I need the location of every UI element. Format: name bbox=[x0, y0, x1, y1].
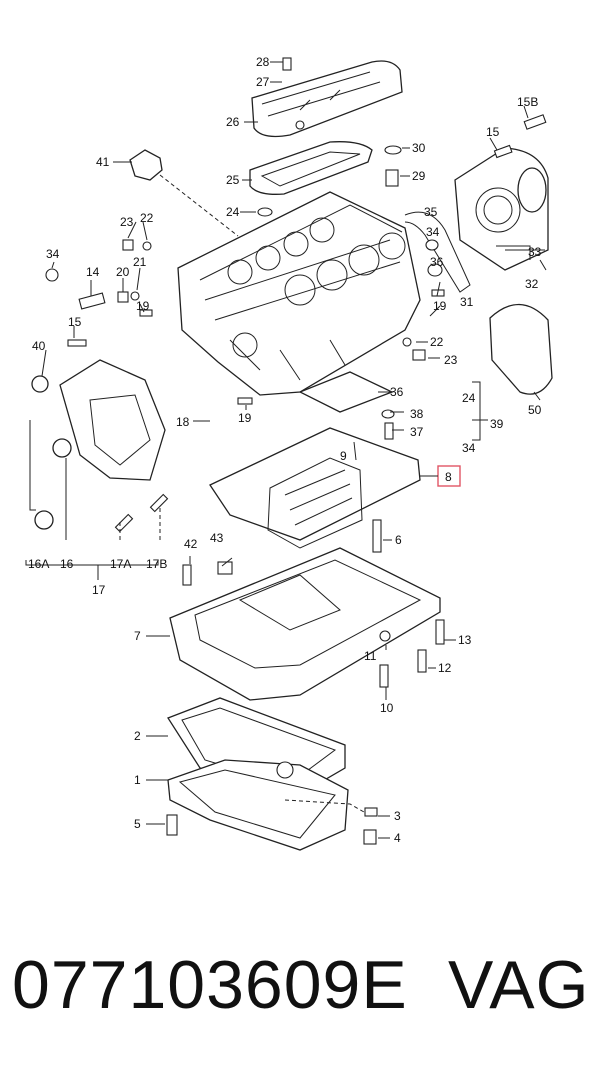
label-34b: 34 bbox=[46, 247, 60, 261]
brand-name: VAG bbox=[448, 947, 590, 1023]
label-22a: 22 bbox=[140, 211, 154, 225]
label-12: 12 bbox=[438, 661, 452, 675]
label-34a: 34 bbox=[426, 225, 440, 239]
label-23b: 23 bbox=[444, 353, 458, 367]
label-4: 4 bbox=[394, 831, 401, 845]
label-27: 27 bbox=[256, 75, 270, 89]
label-8: 8 bbox=[445, 470, 452, 484]
label-42: 42 bbox=[184, 537, 198, 551]
label-39: 39 bbox=[490, 417, 504, 431]
label-1: 1 bbox=[134, 773, 141, 787]
label-19b: 19 bbox=[433, 299, 447, 313]
timing-cover-left bbox=[31, 359, 166, 530]
gasket-31 bbox=[404, 211, 471, 293]
label-43: 43 bbox=[210, 531, 224, 545]
part-labels: 28 27 26 15B 15 30 41 29 25 24 35 23 22 … bbox=[28, 55, 542, 845]
label-24b: 24 bbox=[462, 391, 476, 405]
gasket-25 bbox=[249, 141, 373, 195]
label-25: 25 bbox=[226, 173, 240, 187]
label-21: 21 bbox=[133, 255, 147, 269]
label-5: 5 bbox=[134, 817, 141, 831]
label-14: 14 bbox=[86, 265, 100, 279]
oil-pan-1 bbox=[167, 759, 349, 851]
label-19c: 19 bbox=[238, 411, 252, 425]
engine-block bbox=[177, 191, 421, 396]
label-6: 6 bbox=[395, 533, 402, 547]
label-50: 50 bbox=[528, 403, 542, 417]
label-37: 37 bbox=[410, 425, 424, 439]
label-38: 38 bbox=[410, 407, 424, 421]
label-33: 33 bbox=[528, 245, 542, 259]
label-41: 41 bbox=[96, 155, 110, 169]
label-13: 13 bbox=[458, 633, 472, 647]
bolts bbox=[45, 57, 547, 845]
label-17: 17 bbox=[92, 583, 106, 597]
part-number-row: 077103609E VAG bbox=[0, 945, 600, 1025]
label-16a: 16A bbox=[28, 557, 49, 571]
label-3: 3 bbox=[394, 809, 401, 823]
label-10: 10 bbox=[380, 701, 394, 715]
label-36: 36 bbox=[430, 255, 444, 269]
label-30: 30 bbox=[412, 141, 426, 155]
label-15s: 15 bbox=[486, 125, 500, 139]
label-32: 32 bbox=[525, 277, 539, 291]
label-9: 9 bbox=[340, 449, 347, 463]
valve-cover-26 bbox=[251, 60, 403, 138]
label-19a: 19 bbox=[136, 299, 150, 313]
label-35: 35 bbox=[424, 205, 438, 219]
label-40: 40 bbox=[32, 339, 46, 353]
label-26: 26 bbox=[226, 115, 240, 129]
label-2: 2 bbox=[134, 729, 141, 743]
label-7: 7 bbox=[134, 629, 141, 643]
label-17b: 17B bbox=[146, 557, 167, 571]
label-16: 16 bbox=[60, 557, 74, 571]
oil-baffle-8 bbox=[209, 427, 421, 549]
label-36b: 36 bbox=[390, 385, 404, 399]
leader-lines bbox=[25, 61, 547, 839]
label-23a: 23 bbox=[120, 215, 134, 229]
gasket-50 bbox=[489, 303, 553, 395]
label-18: 18 bbox=[176, 415, 190, 429]
label-28: 28 bbox=[256, 55, 270, 69]
upper-oil-pan-7 bbox=[169, 547, 441, 701]
engine-exploded-view: 28 27 26 15B 15 30 41 29 25 24 35 23 22 … bbox=[25, 55, 553, 851]
label-31: 31 bbox=[460, 295, 474, 309]
label-24a: 24 bbox=[226, 205, 240, 219]
label-15b: 15B bbox=[517, 95, 538, 109]
label-20: 20 bbox=[116, 265, 130, 279]
label-29: 29 bbox=[412, 169, 426, 183]
label-22b: 22 bbox=[430, 335, 444, 349]
label-17a: 17A bbox=[110, 557, 131, 571]
label-15: 15 bbox=[68, 315, 82, 329]
label-34c: 34 bbox=[462, 441, 476, 455]
label-11: 11 bbox=[364, 649, 377, 663]
part-number: 077103609E bbox=[12, 947, 408, 1023]
